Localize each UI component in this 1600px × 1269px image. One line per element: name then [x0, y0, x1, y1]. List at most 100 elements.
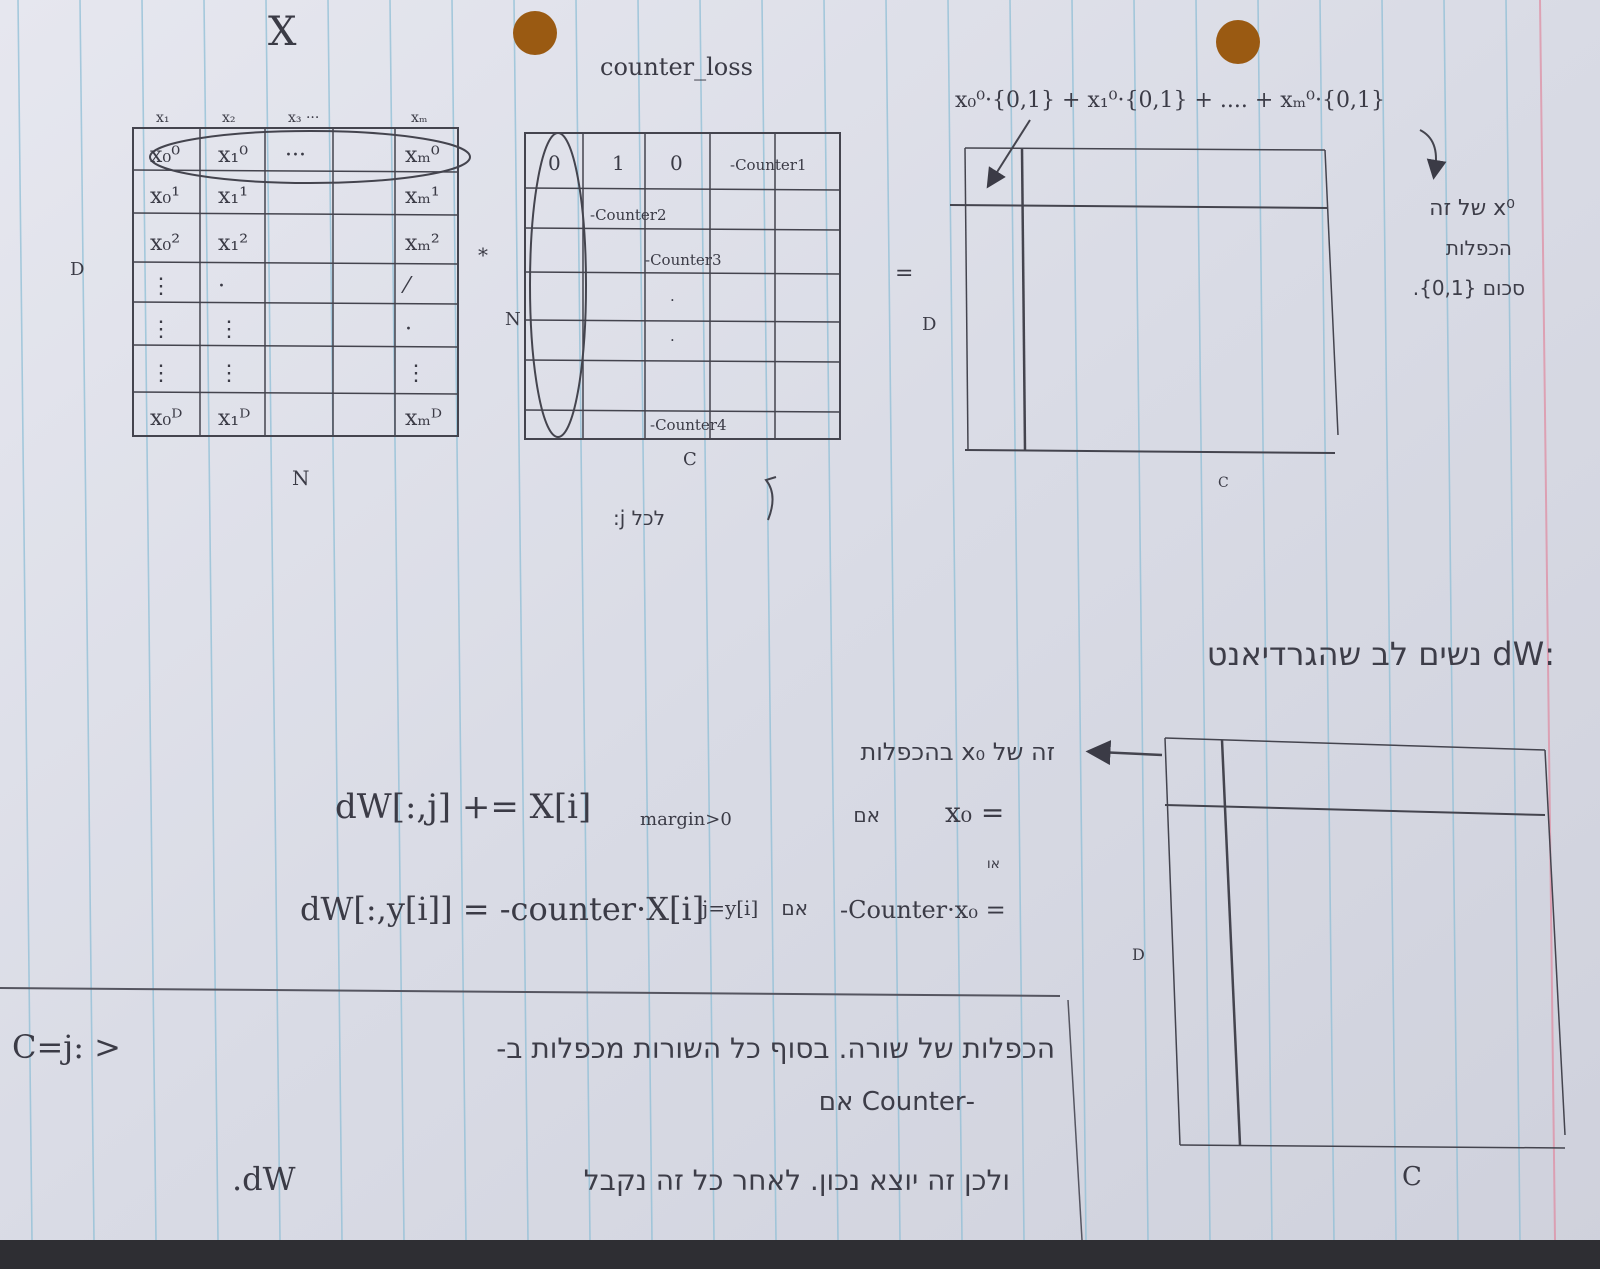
result-bottom-label: C: [1218, 475, 1229, 491]
rule-line: [1505, 0, 1521, 1241]
matrix-x-title: X: [268, 9, 297, 55]
dw-line1-condition: margin>0: [640, 809, 732, 830]
dw-side-label: D: [1132, 945, 1145, 964]
counter-entry: ·: [670, 331, 675, 349]
counter-matrix-side-label: N: [505, 309, 521, 330]
rule-line: [575, 0, 591, 1241]
matrix-x-side-label: D: [70, 259, 84, 280]
arrow-icon: [1419, 129, 1447, 180]
matrix-x-cell: x₀⁰: [150, 143, 180, 168]
dw-heading: :dW נשים לב שהגרדיאנט: [1207, 635, 1555, 673]
matrix-x-cell: x₀¹: [150, 184, 180, 209]
rule-line: [389, 0, 405, 1241]
dw-bottom-label: C: [1402, 1162, 1422, 1192]
matrix-x-cell: xₘ⁰: [405, 143, 440, 168]
rule-line: [1443, 0, 1459, 1241]
result-side-note: הכפלות: [1446, 236, 1512, 260]
counter-entry: ·: [670, 291, 675, 309]
counter-entry: -Counter3: [645, 251, 722, 269]
dw-line1-right: x₀ =: [945, 796, 1004, 829]
rule-line: [451, 0, 467, 1241]
rule-line: [885, 0, 901, 1241]
counter-first-row-cell: -Counter1: [730, 156, 807, 174]
dw-line2-right: -Counter·x₀ =: [840, 896, 1006, 924]
arrow-icon: [986, 119, 1031, 189]
rule-line: [637, 0, 653, 1241]
equals-sign: =: [895, 261, 913, 286]
curved-arrow-icon: [764, 476, 777, 521]
bottom-note-line1-left: C=j: >: [12, 1028, 121, 1066]
arrow-icon: [1085, 740, 1163, 766]
bottom-note-line1: הכפלות של שורה. בסוף כל השורות מכפלות ב-: [496, 1032, 1055, 1065]
section-divider: [0, 987, 1061, 997]
counter-first-row-cell: 1: [612, 151, 625, 175]
counter-matrix: counter_loss 0 1 0 -Counter1 -Counter2 -Cou…: [505, 53, 841, 530]
punch-hole-right: [1216, 20, 1260, 64]
matrix-x-bottom-label: N: [292, 466, 310, 490]
bottom-note-line3: ולכן זה יוצא נכון. לאחר כל זה נקבל: [584, 1164, 1010, 1197]
rule-line: [17, 0, 33, 1241]
rule-line: [761, 0, 777, 1241]
dw-section: :dW נשים לב שהגרדיאנט זה של x₀ בהכפלות d…: [300, 635, 1566, 1192]
matrix-x-cell: ·: [218, 274, 225, 299]
counter-entry: -Counter4: [650, 416, 727, 434]
result-side-label: D: [922, 314, 936, 335]
result-side-note: סכום {0,1}.: [1413, 276, 1525, 300]
rule-line: [265, 0, 281, 1241]
dw-line1-mid: אם: [853, 803, 880, 827]
rule-line: [141, 0, 157, 1241]
counter-matrix-bottom-label: C: [683, 449, 697, 470]
ruled-lines: [17, 0, 1521, 1241]
punch-hole-left: [513, 11, 557, 55]
matrix-x-cell: x₁¹: [218, 184, 248, 209]
matrix-x-cell: ···: [285, 143, 306, 168]
dw-line2-condition: j=y[i]: [700, 896, 758, 920]
multiply-sign: *: [478, 243, 488, 267]
counter-first-row-cell: 0: [548, 151, 561, 175]
dw-line1-left: dW[:,j] += X[i]: [335, 787, 591, 827]
dw-small-mark: או: [987, 856, 1000, 872]
bottom-note-line3-left: .dW: [232, 1160, 296, 1198]
first-row-highlight: [149, 130, 471, 184]
matrix-x-cell: xₘ¹: [405, 184, 440, 209]
rule-line: [513, 0, 529, 1241]
matrix-x-cell: x₁²: [218, 231, 248, 256]
rule-line: [1381, 0, 1397, 1241]
matrix-x-cell: xₘᴰ: [405, 406, 442, 431]
matrix-x-column-header: x₁: [156, 110, 170, 126]
rule-line: [823, 0, 839, 1241]
matrix-x-column-header: xₘ: [411, 110, 428, 126]
dw-line2-left: dW[:,y[i]] = -counter·X[i]: [300, 890, 704, 928]
matrix-x-cell: x₁ᴰ: [218, 406, 250, 431]
matrix-x-cell: x₀ᴰ: [150, 406, 182, 431]
counter-first-row-cell: 0: [670, 151, 683, 175]
bottom-note-line2: -Counter אם: [819, 1087, 975, 1117]
rule-line: [1319, 0, 1335, 1241]
matrix-x-cell: ⋮: [150, 361, 172, 386]
counter-matrix-note: לכל j:: [613, 506, 665, 530]
counter-entry: -Counter2: [590, 206, 667, 224]
first-column-highlight: [529, 132, 587, 438]
bottom-note: C=j: > הכפלות של שורה. בסוף כל השורות מכ…: [12, 1028, 1055, 1198]
matrix-x-cell: ⋮: [218, 361, 240, 386]
rule-line: [327, 0, 343, 1241]
matrix-x-column-header: x₂: [222, 110, 236, 126]
rule-line: [947, 0, 963, 1241]
matrix-x-cell: x₀²: [150, 231, 180, 256]
matrix-x-cell: xₘ²: [405, 231, 440, 256]
result-side-note: x⁰ של זה: [1429, 196, 1515, 221]
counter-matrix-title: counter_loss: [600, 53, 753, 81]
matrix-x-cell: ⋮: [150, 317, 172, 342]
rule-line: [79, 0, 95, 1241]
dw-arrow-note: זה של x₀ בהכפלות: [860, 738, 1055, 766]
matrix-x-cell: ⋮: [405, 361, 427, 386]
rule-line: [1009, 0, 1025, 1241]
matrix-x-cell: ⋮: [150, 274, 172, 299]
desk-edge: [0, 1240, 1600, 1269]
rule-line: [699, 0, 715, 1241]
rule-line: [203, 0, 219, 1241]
matrix-x-cell: ·: [405, 317, 412, 342]
